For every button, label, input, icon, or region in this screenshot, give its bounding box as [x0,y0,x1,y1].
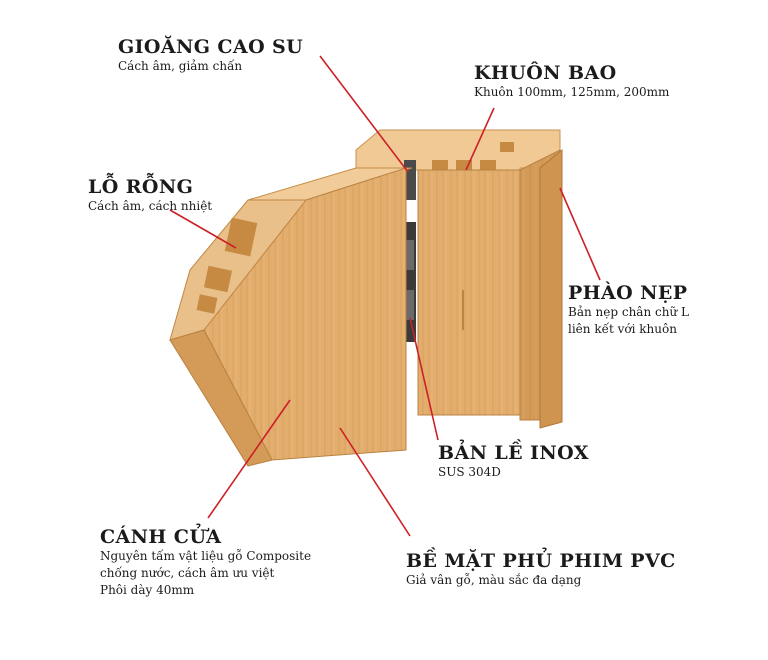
architrave-lip [540,150,562,428]
callout-ban-le-inox: BẢN LỀ INOX SUS 304D [438,442,589,481]
callout-line: SUS 304D [438,464,589,481]
callout-line: Khuôn 100mm, 125mm, 200mm [474,84,669,101]
callout-line: Cách âm, cách nhiệt [88,198,212,215]
callout-be-mat-phu-phim: BỀ MẶT PHỦ PHIM PVC Giả vân gỗ, màu sắc … [406,550,676,589]
callout-khuon-bao: KHUÔN BAO Khuôn 100mm, 125mm, 200mm [474,62,669,101]
frame-front-face [418,170,520,415]
callout-line: Nguyên tấm vật liệu gỗ Composite [100,548,311,565]
callout-line: chống nước, cách âm ưu việt [100,565,311,582]
callout-line: Phôi dày 40mm [100,582,311,599]
frame-cavity-4 [500,142,514,152]
callout-title: GIOĂNG CAO SU [118,36,303,58]
callout-gioang-cao-su: GIOĂNG CAO SU Cách âm, giảm chấn [118,36,303,75]
callout-phao-nep: PHÀO NẸP Bản nẹp chân chữ L liên kết với… [568,282,689,338]
callout-title: BỀ MẶT PHỦ PHIM PVC [406,550,676,572]
callout-line: Giả vân gỗ, màu sắc đa dạng [406,572,676,589]
callout-title: KHUÔN BAO [474,62,669,84]
callout-line: Bản nẹp chân chữ L [568,304,689,321]
callout-title: PHÀO NẸP [568,282,689,304]
callout-line: Cách âm, giảm chấn [118,58,303,75]
callout-title: BẢN LỀ INOX [438,442,589,464]
callout-lo-rong: LỖ RỖNG Cách âm, cách nhiệt [88,176,212,215]
callout-line: liên kết với khuôn [568,321,689,338]
callout-title: CÁNH CỬA [100,526,311,548]
callout-canh-cua: CÁNH CỬA Nguyên tấm vật liệu gỗ Composit… [100,526,311,599]
leader-phao-nep [560,188,600,280]
callout-title: LỖ RỖNG [88,176,212,198]
